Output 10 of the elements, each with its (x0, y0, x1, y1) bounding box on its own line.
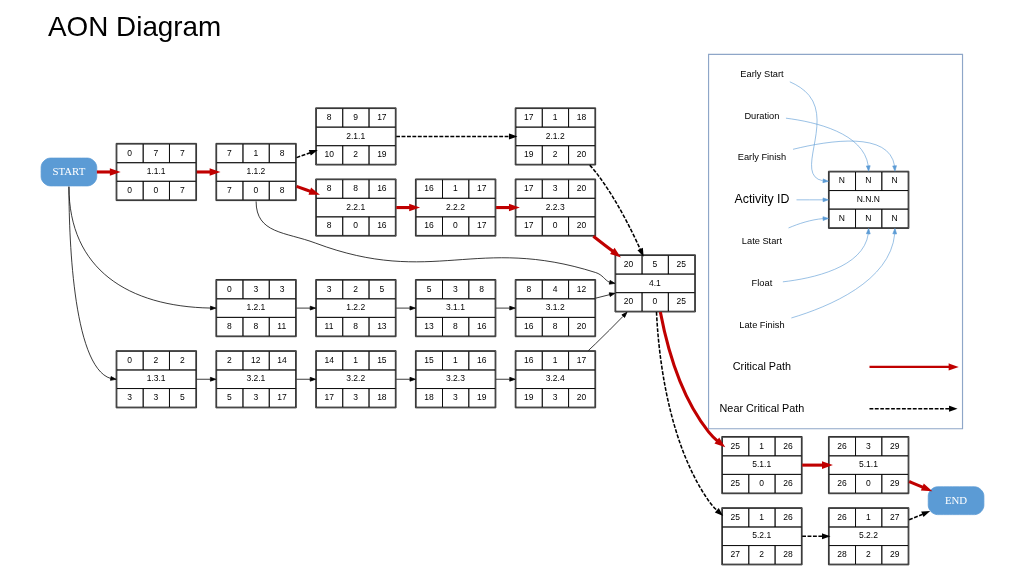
node-text: Late Finish (738, 319, 785, 330)
legend-label: Near Critical Path (719, 401, 804, 414)
legend-label: Critical Path (732, 359, 791, 372)
node-text: Activity ID (733, 191, 789, 206)
diagram-title: AON Diagram (47, 11, 221, 43)
node-text: Early Start (739, 68, 784, 79)
node-text: Early Finish (737, 152, 786, 163)
node-text: Float (751, 277, 772, 288)
node-text: Late Start (741, 235, 782, 246)
node-text: Duration (743, 110, 779, 121)
